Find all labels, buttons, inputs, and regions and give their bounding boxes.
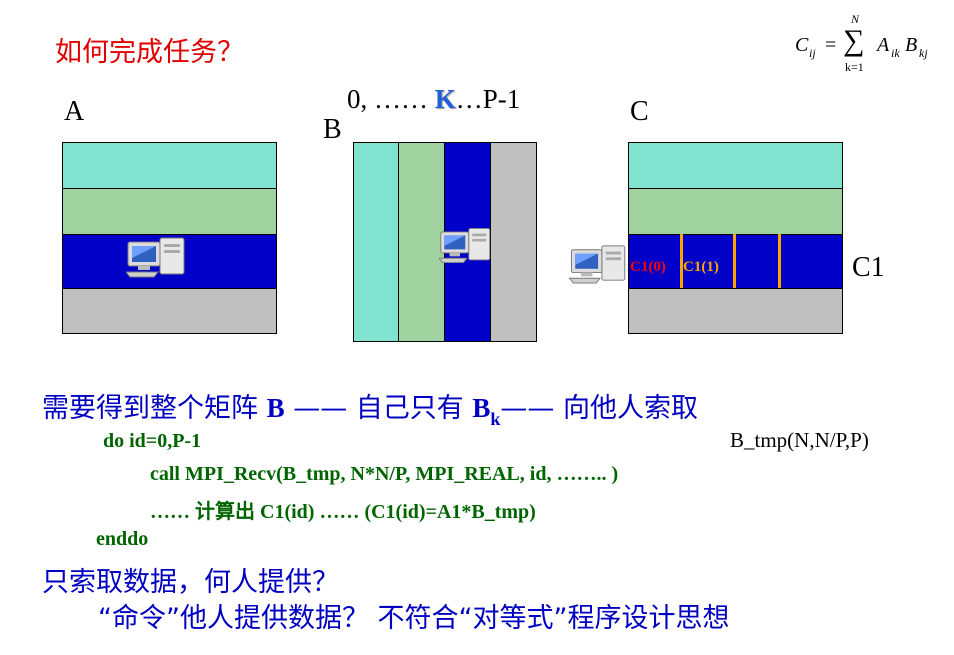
c1-divider [733,234,736,288]
matrix-a-label: A [64,96,85,127]
computer-icon [439,227,491,263]
range-suffix: …P-1 [455,84,521,114]
sigma-icon: ∑ [843,24,865,57]
matrix-b [353,142,537,342]
formula-term-b-sub: kj [919,46,928,60]
matrix-c: C1(0) C1(1) [628,142,843,334]
matrix-a-row-0 [62,142,277,188]
slide-title: 如何完成任务？ [55,37,244,68]
matrix-a-row-1 [62,188,277,234]
need-text-2: —— 自己只有 [284,393,473,424]
formula: C ij = N ∑ k=1 A ik B kj [795,8,940,80]
formula-term-a: A [877,34,890,56]
matrix-b-label: B [323,114,342,145]
matrix-a-row-3 [62,288,277,334]
code-line-compute: …… 计算出 C1(id) …… (C1(id)=A1*B_tmp) [150,501,536,523]
matrix-a [62,142,277,334]
need-b: B [266,393,285,423]
need-bk-sub: k [490,409,501,429]
need-bk: B [472,393,491,423]
code-line-enddo: enddo [96,528,149,550]
formula-term-a-sub: ik [891,46,900,60]
code-line-recv: call MPI_Recv(B_tmp, N*N/P, MPI_REAL, id… [150,463,619,485]
matrix-b-col-3 [490,142,537,342]
range-prefix: 0, …… [347,84,435,114]
c1-cell-0-text: C1(0) [630,259,666,275]
formula-equals: = [825,34,837,56]
matrix-c1-label: C1 [852,252,885,283]
formula-sum-top: N [851,12,860,26]
matrix-b-col-0 [353,142,398,342]
computer-icon [126,237,185,278]
need-text-3: —— 向他人索取 [500,393,698,424]
c1-divider [680,234,683,288]
c1-cell-1: C1(1) [683,259,719,276]
computer-icon [568,245,626,284]
matrix-b-col-1 [398,142,444,342]
question-line-1: 只索取数据，何人提供？ [42,567,339,598]
matrix-c-row-0 [628,142,843,188]
matrix-c-label: C [630,96,649,127]
code-line-do: do id=0,P-1 [103,430,202,452]
btmp-declaration: B_tmp(N,N/P,P) [730,428,869,452]
need-matrix-line: 需要得到整个矩阵 B —— 自己只有 Bk—— 向他人索取 [42,386,698,429]
c1-cell-0: C1(0) [630,259,666,276]
question-line-2: “命令”他人提供数据？ 不符合“对等式”程序设计思想 [98,603,730,634]
c1-cell-1-text: C1(1) [683,259,719,275]
range-k: K [434,84,456,114]
need-text-1: 需要得到整个矩阵 [42,393,267,424]
matrix-c-row-3 [628,288,843,334]
formula-sum-bottom: k=1 [845,60,864,74]
formula-term-b: B [905,34,918,56]
c1-divider [778,234,781,288]
matrix-c-row-1 [628,188,843,234]
formula-lhs-sub: ij [809,46,816,60]
formula-lhs: C [795,34,809,56]
column-range-label: 0, …… K…P-1 [347,84,520,115]
